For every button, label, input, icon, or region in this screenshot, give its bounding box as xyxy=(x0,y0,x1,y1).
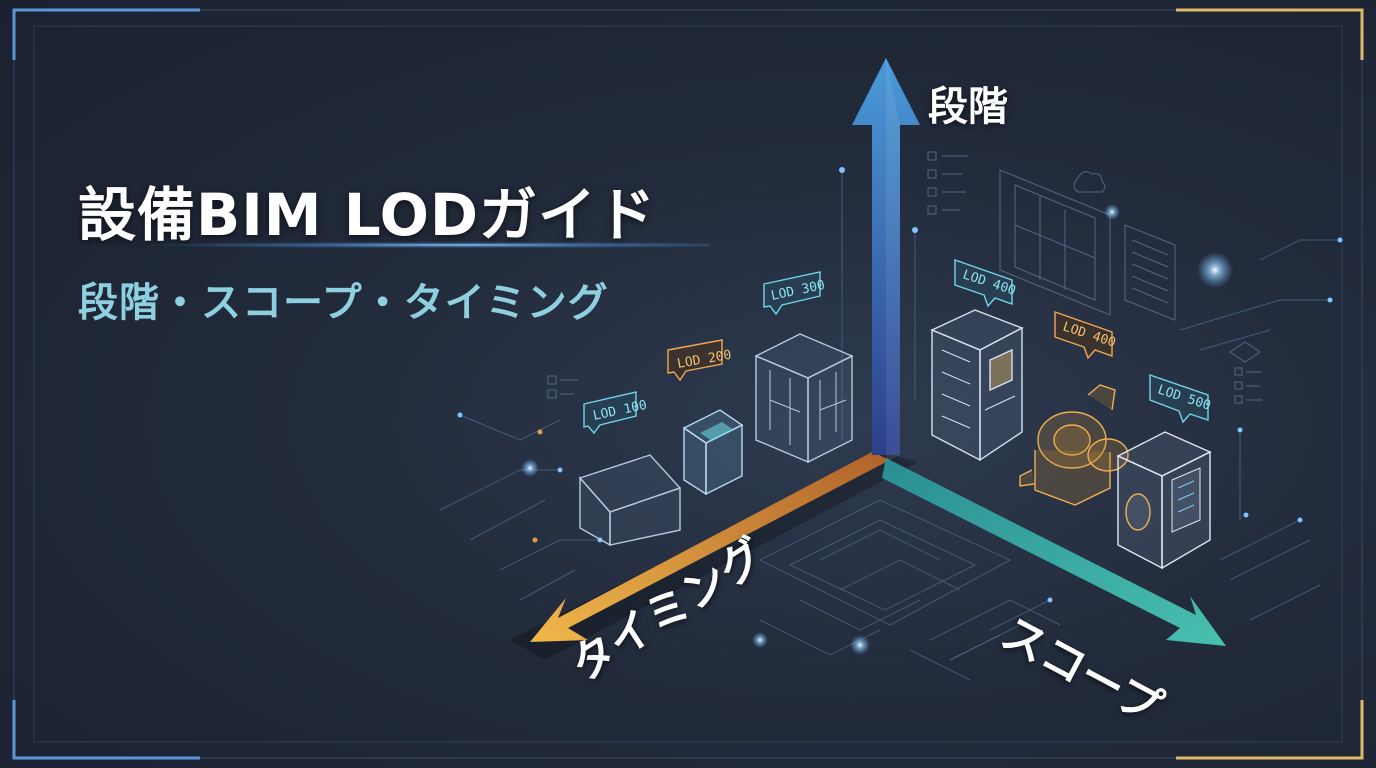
lod400-pump-model xyxy=(1019,384,1129,506)
lod300-model xyxy=(754,333,854,464)
axis-arrows xyxy=(510,58,1226,660)
lod-tag-300: LOD 300 xyxy=(763,271,826,316)
lod-tag-200: LOD 200 xyxy=(667,339,733,382)
decorative-frame xyxy=(12,8,1364,760)
circuit-nodes xyxy=(457,167,1343,603)
lod400-model xyxy=(930,309,1024,462)
lod200-model xyxy=(682,409,744,496)
schematic-panels xyxy=(547,151,1262,404)
lod-tag-500: LOD 500 xyxy=(1149,374,1213,424)
page-title: 設備BIM LODガイド xyxy=(78,181,657,249)
lod-tag-400a: LOD 400 xyxy=(954,259,1018,308)
lod-tags: LOD 100 LOD 200 LOD 300 LOD 400 LOD 400 … xyxy=(583,259,1213,435)
lod500-model xyxy=(1116,431,1212,570)
circuit-lines xyxy=(439,170,1340,661)
lod-tag-400b: LOD 400 xyxy=(1054,311,1118,360)
page-subtitle: 段階・スコープ・タイミング xyxy=(78,280,609,326)
lod100-model xyxy=(578,454,682,547)
lod-tag-100: LOD 100 xyxy=(583,391,648,435)
axis-label-stage: 段階 xyxy=(928,84,1008,130)
sparkle-effects xyxy=(521,204,1233,655)
title-underline-glow xyxy=(150,242,710,248)
